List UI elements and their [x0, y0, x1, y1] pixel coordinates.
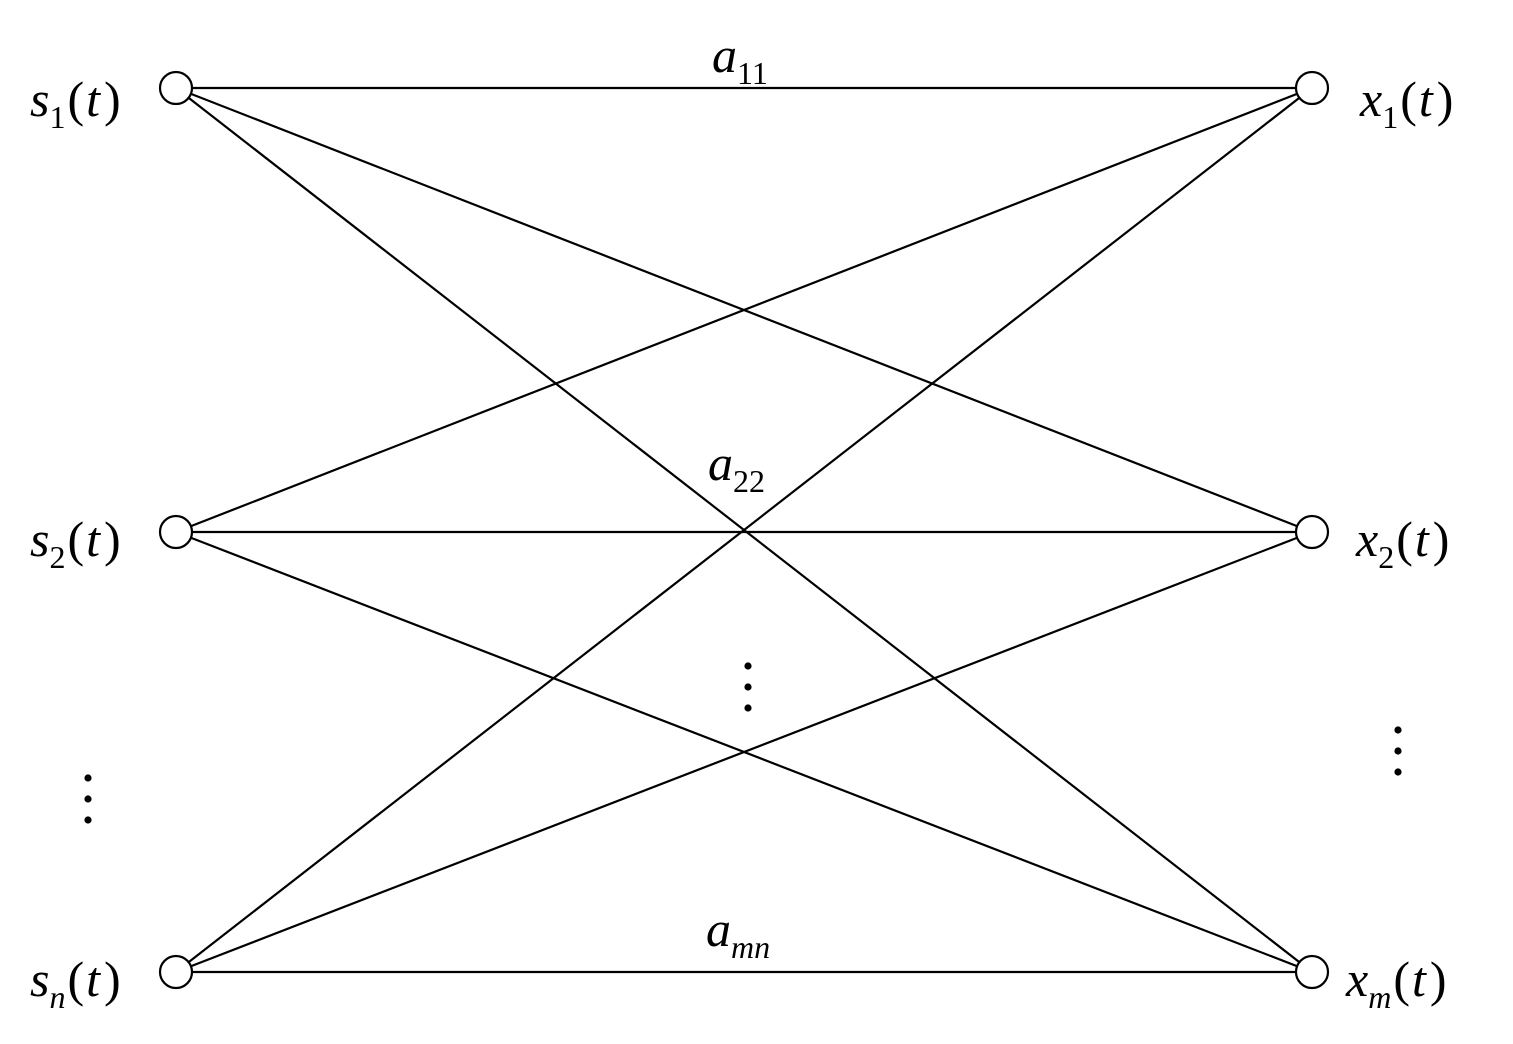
- source-label-argument: t: [86, 71, 101, 127]
- output-label-subscript: 1: [1382, 99, 1398, 135]
- edge-s2-x1: [175, 86, 1313, 534]
- source-label-sn: sn(t): [30, 951, 121, 1015]
- edges-layer: [175, 86, 1313, 974]
- source-label-base: s: [30, 71, 49, 127]
- output-label-base: x: [1359, 71, 1382, 127]
- node-s2: [158, 514, 194, 550]
- ellipsis-dot: [1394, 768, 1402, 776]
- nodes-layer: [158, 70, 1330, 990]
- output-label-argument: t: [1412, 951, 1427, 1007]
- ellipsis-dot: [744, 662, 752, 670]
- ellipsis-dot: [84, 795, 92, 803]
- ellipsis-dot: [744, 683, 752, 691]
- output-label-argument: t: [1415, 511, 1430, 567]
- source-label-argument: t: [86, 511, 101, 567]
- weight-label-base: a: [708, 435, 733, 491]
- source-label-subscript: 2: [49, 539, 65, 575]
- weight-label-base: a: [712, 27, 737, 83]
- weight-label-a22: a22: [708, 435, 765, 499]
- weight-label-amn: amn: [706, 901, 770, 965]
- source-label-base: s: [30, 511, 49, 567]
- node-x2: [1294, 514, 1330, 550]
- ellipsis-layer: [84, 662, 1402, 824]
- ellipsis-dot: [84, 774, 92, 782]
- source-label-base: s: [30, 951, 49, 1007]
- output-label-argument: t: [1419, 71, 1434, 127]
- source-label-subscript: n: [49, 979, 65, 1015]
- weight-label-a11: a11: [712, 27, 768, 91]
- output-label-xm: xm(t): [1345, 951, 1447, 1015]
- node-sn: [158, 954, 194, 990]
- vertical-ellipsis-left-column: [84, 774, 92, 824]
- output-label-x1: x1(t): [1359, 71, 1453, 135]
- node-s1: [158, 70, 194, 106]
- output-label-base: x: [1345, 951, 1368, 1007]
- ellipsis-dot: [84, 816, 92, 824]
- weight-label-subscript: 22: [733, 463, 765, 499]
- source-label-subscript: 1: [49, 99, 65, 135]
- output-label-x2: x2(t): [1355, 511, 1449, 575]
- weight-label-base: a: [706, 901, 731, 957]
- source-label-s1: s1(t): [30, 71, 121, 135]
- output-label-subscript: 2: [1378, 539, 1394, 575]
- ellipsis-dot: [1394, 747, 1402, 755]
- output-label-subscript: m: [1368, 979, 1391, 1015]
- edge-sn-x1: [175, 87, 1313, 973]
- ellipsis-dot: [1394, 726, 1402, 734]
- weight-label-subscript: 11: [737, 55, 768, 91]
- weight-label-subscript: mn: [731, 929, 770, 965]
- vertical-ellipsis-middle: [744, 662, 752, 712]
- node-xm: [1294, 954, 1330, 990]
- vertical-ellipsis-right-column: [1394, 726, 1402, 776]
- source-label-argument: t: [86, 951, 101, 1007]
- edge-sn-x2: [175, 530, 1313, 974]
- source-label-s2: s2(t): [30, 511, 121, 575]
- ellipsis-dot: [744, 704, 752, 712]
- output-label-base: x: [1355, 511, 1378, 567]
- node-x1: [1294, 70, 1330, 106]
